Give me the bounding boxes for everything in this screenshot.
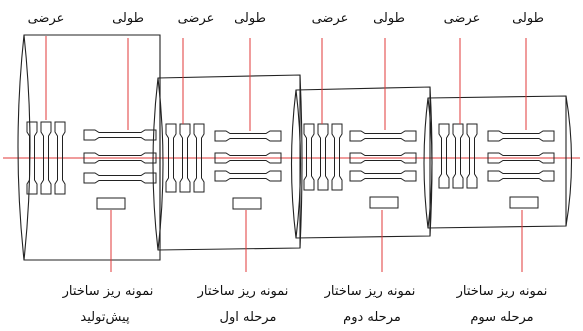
transverse-specimen-3-2 <box>317 123 329 191</box>
longitudinal-specimen-3-2 <box>349 152 417 164</box>
microstructure-sample-1 <box>96 197 126 210</box>
label-microstructure-2: نمونه ریز ساختار <box>197 284 289 299</box>
transverse-specimen-1-1 <box>26 121 38 195</box>
transverse-specimen-2-3 <box>193 123 205 193</box>
transverse-specimen-4-2 <box>452 123 464 189</box>
label-transverse-4: عرضی <box>444 11 481 26</box>
label-stage-2: مرحله دوم <box>343 310 401 325</box>
longitudinal-specimen-2-2 <box>214 152 282 164</box>
label-microstructure-1: نمونه ریز ساختار <box>62 284 154 299</box>
microstructure-sample-2 <box>232 197 262 210</box>
label-preproduction: پیش‌تولید <box>80 310 130 325</box>
label-transverse-3: عرضی <box>312 11 349 26</box>
transverse-specimen-1-2 <box>40 121 52 195</box>
top-labels: عرضی طولی عرضی طولی عرضی طولی عرضی طولی <box>28 11 544 26</box>
segment-stage-1 <box>152 74 303 251</box>
label-stage-3: مرحله سوم <box>470 310 533 325</box>
longitudinal-specimen-2-1 <box>214 130 282 142</box>
bottom-leaders <box>110 210 523 272</box>
longitudinal-specimen-1-1 <box>83 129 157 141</box>
longitudinal-specimen-4-1 <box>487 130 555 142</box>
segment-stage-3 <box>423 95 573 229</box>
transverse-specimen-2-1 <box>165 123 177 193</box>
segment-preproduction <box>17 34 161 261</box>
label-longitudinal-3: طولی <box>373 11 405 26</box>
longitudinal-specimen-4-2 <box>487 152 555 164</box>
label-longitudinal-4: طولی <box>512 11 544 26</box>
bottom-labels: نمونه ریز ساختار پیش‌تولید نمونه ریز ساخ… <box>62 284 548 325</box>
label-transverse-1: عرضی <box>28 11 65 26</box>
transverse-specimen-1-3 <box>54 121 66 195</box>
longitudinal-specimen-3-1 <box>349 130 417 142</box>
specimens <box>26 121 555 210</box>
microstructure-sample-4 <box>509 196 539 209</box>
label-longitudinal-1: طولی <box>112 11 144 26</box>
longitudinal-specimen-1-3 <box>83 172 157 184</box>
longitudinal-specimen-3-3 <box>349 170 417 182</box>
top-leaders <box>45 36 527 131</box>
label-transverse-2: عرضی <box>178 11 215 26</box>
transverse-specimen-3-3 <box>331 123 343 191</box>
longitudinal-specimen-2-3 <box>214 170 282 182</box>
label-microstructure-4: نمونه ریز ساختار <box>456 284 548 299</box>
label-microstructure-3: نمونه ریز ساختار <box>324 284 416 299</box>
label-stage-1: مرحله اول <box>220 310 277 325</box>
transverse-specimen-4-3 <box>466 123 478 189</box>
transverse-specimen-2-2 <box>179 123 191 193</box>
transverse-specimen-3-1 <box>303 123 315 191</box>
microstructure-sample-3 <box>369 196 399 209</box>
longitudinal-specimen-1-2 <box>83 152 157 164</box>
longitudinal-specimen-4-3 <box>487 170 555 182</box>
label-longitudinal-2: طولی <box>234 11 266 26</box>
transverse-specimen-4-1 <box>438 123 450 189</box>
